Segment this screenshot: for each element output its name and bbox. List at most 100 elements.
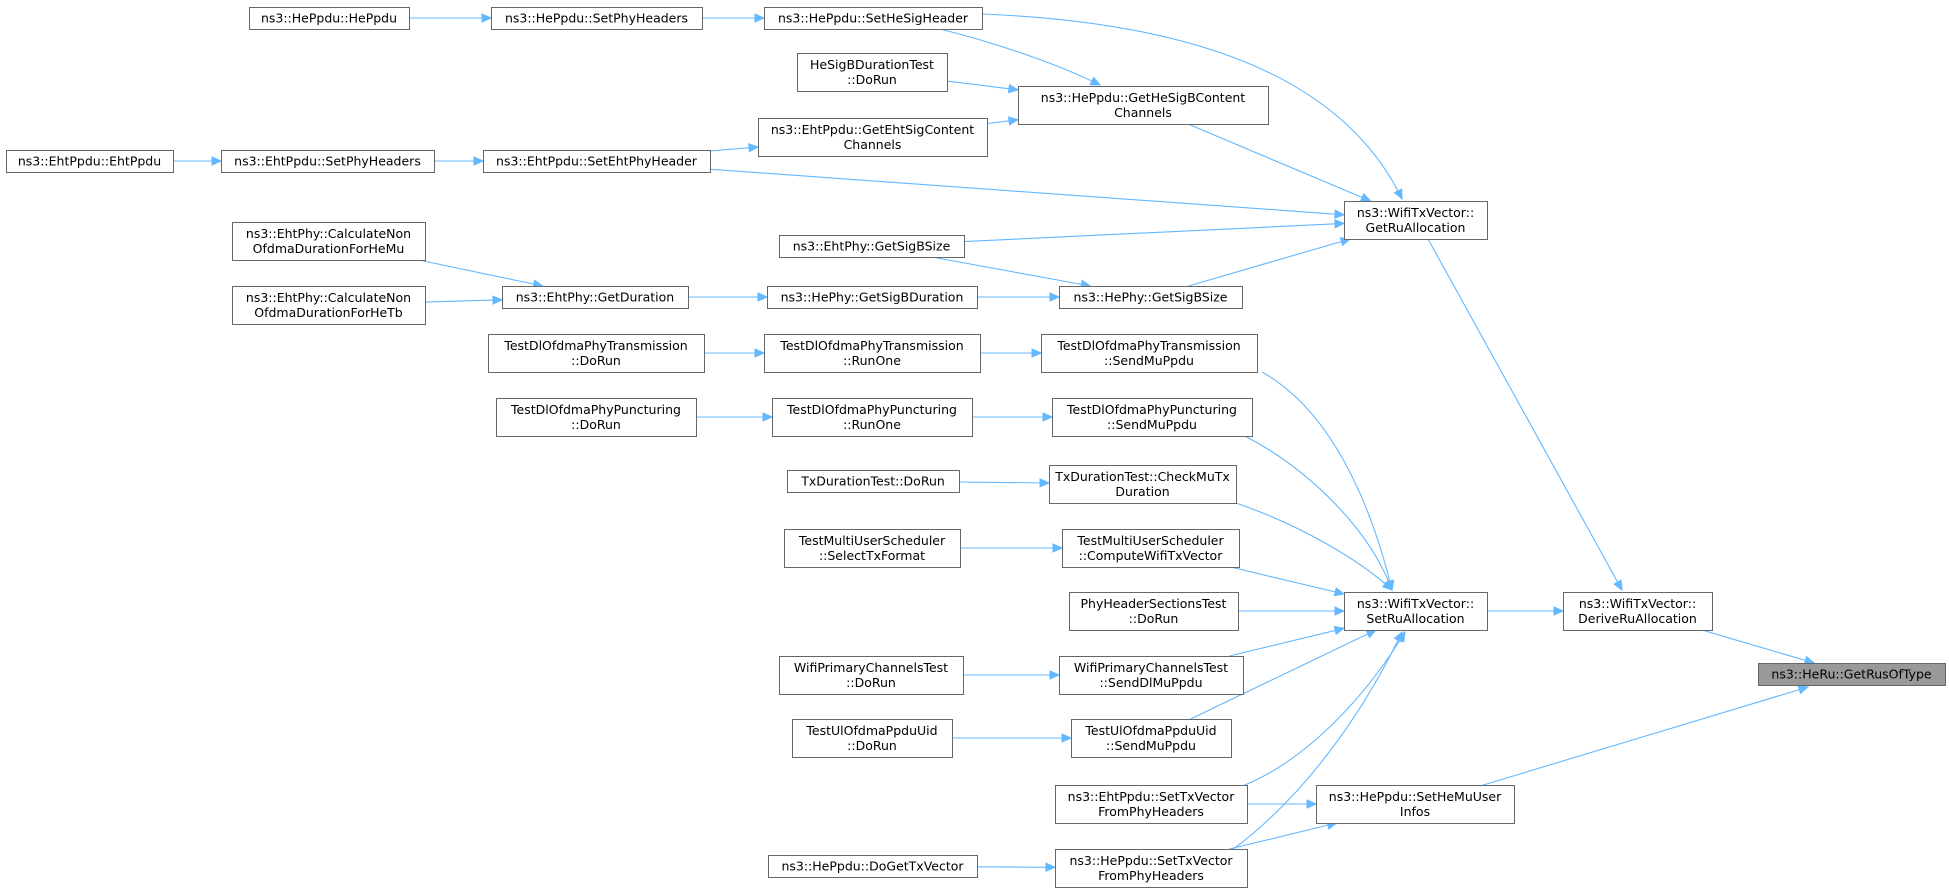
- node-box[interactable]: [1062, 529, 1240, 568]
- edge-heppdu_gethesigbcontentchannels-to-wifitxvector_getruallocation: [1187, 123, 1372, 202]
- node-label: TestDlOfdmaPhyTransmission: [1056, 338, 1240, 353]
- node-box[interactable]: [764, 334, 981, 373]
- node-heppdu_dogettxvector[interactable]: ns3::HePpdu::DoGetTxVector: [768, 855, 978, 878]
- node-wifitxvector_getruallocation[interactable]: ns3::WifiTxVector::GetRuAllocation: [1344, 201, 1488, 240]
- node-box[interactable]: [1344, 201, 1488, 240]
- node-box[interactable]: [787, 470, 960, 493]
- node-hephy_getsigbsize[interactable]: ns3::HePhy::GetSigBSize: [1059, 286, 1243, 309]
- edge-hephy_getsigbduration-to-hephy_getsigbsize: [977, 292, 1061, 302]
- node-ulofdma_uid_dorun[interactable]: TestUlOfdmaPpduUid::DoRun: [792, 719, 953, 758]
- node-box[interactable]: [491, 7, 703, 30]
- edge-line: [1187, 123, 1371, 202]
- node-txduration_dorun[interactable]: TxDurationTest::DoRun: [787, 470, 960, 493]
- edge-arrowhead: [473, 156, 485, 166]
- edge-arrowhead: [1039, 478, 1051, 488]
- node-box[interactable]: [1055, 849, 1248, 888]
- node-box[interactable]: [768, 855, 978, 878]
- edge-primarychannels_senddlmuppdu-to-wifitxvector_setruallocation: [1229, 625, 1346, 657]
- node-box[interactable]: [792, 719, 953, 758]
- node-ehtppdu_ctor[interactable]: ns3::EhtPpdu::EhtPpdu: [6, 150, 174, 173]
- node-dlofdma_punc_runone[interactable]: TestDlOfdmaPhyPuncturing::RunOne: [772, 398, 973, 437]
- node-box[interactable]: [1758, 663, 1946, 686]
- node-ehtphy_getduration[interactable]: ns3::EhtPhy::GetDuration: [502, 286, 689, 309]
- node-box[interactable]: [772, 398, 973, 437]
- node-box[interactable]: [1055, 785, 1248, 824]
- node-box[interactable]: [779, 656, 964, 695]
- node-box[interactable]: [232, 286, 426, 325]
- edge-line: [709, 168, 1345, 216]
- node-dlofdma_punc_sendmuppdu[interactable]: TestDlOfdmaPhyPuncturing::SendMuPpdu: [1052, 398, 1253, 437]
- node-box[interactable]: [1018, 86, 1269, 125]
- node-box[interactable]: [1071, 719, 1232, 758]
- node-box[interactable]: [249, 7, 410, 30]
- node-box[interactable]: [1041, 334, 1258, 373]
- edge-line: [1229, 822, 1337, 850]
- node-ehtppdu_setphyheaders[interactable]: ns3::EhtPpdu::SetPhyHeaders: [221, 150, 435, 173]
- node-box[interactable]: [779, 235, 965, 258]
- node-wifitxvector_setruallocation[interactable]: ns3::WifiTxVector::SetRuAllocation: [1344, 592, 1488, 631]
- node-label: ns3::WifiTxVector::: [1579, 596, 1696, 611]
- node-heppdu_ctor[interactable]: ns3::HePpdu::HePpdu: [249, 7, 410, 30]
- edge-dlofdma_tx_sendmuppdu-to-wifitxvector_setruallocation: [1261, 371, 1395, 592]
- node-hephy_getsigbduration[interactable]: ns3::HePhy::GetSigBDuration: [767, 286, 978, 309]
- node-label: HeSigBDurationTest: [810, 57, 934, 72]
- node-box[interactable]: [1059, 656, 1244, 695]
- node-box[interactable]: [502, 286, 689, 309]
- edge-ehtphy_calc_hetb-to-ehtphy_getduration: [424, 295, 504, 305]
- node-box[interactable]: [6, 150, 174, 173]
- node-box[interactable]: [483, 150, 711, 173]
- node-box[interactable]: [496, 398, 697, 437]
- node-box[interactable]: [767, 286, 978, 309]
- node-box[interactable]: [758, 118, 988, 157]
- node-heppdu_setphyheaders[interactable]: ns3::HePpdu::SetPhyHeaders: [491, 7, 703, 30]
- node-primarychannels_senddlmuppdu[interactable]: WifiPrimaryChannelsTest::SendDlMuPpdu: [1059, 656, 1244, 695]
- node-ehtphy_calc_hemu[interactable]: ns3::EhtPhy::CalculateNonOfdmaDurationFo…: [232, 222, 426, 261]
- edge-heppdu_sethesigheader-to-heppdu_gethesigbcontentchannels: [939, 28, 1102, 86]
- edge-arrowhead: [1008, 116, 1020, 126]
- node-heru_getrusoftype[interactable]: ns3::HeRu::GetRusOfType: [1758, 663, 1946, 686]
- node-box[interactable]: [797, 53, 948, 92]
- edge-line: [981, 13, 1403, 200]
- node-dlofdma_tx_dorun[interactable]: TestDlOfdmaPhyTransmission::DoRun: [488, 334, 705, 373]
- node-label: TestDlOfdmaPhyPuncturing: [786, 402, 957, 417]
- edge-arrowhead: [754, 13, 766, 23]
- node-label: Channels: [844, 137, 902, 152]
- node-box[interactable]: [784, 529, 961, 568]
- node-primarychannels_dorun[interactable]: WifiPrimaryChannelsTest::DoRun: [779, 656, 964, 695]
- node-dlofdma_tx_sendmuppdu[interactable]: TestDlOfdmaPhyTransmission::SendMuPpdu: [1041, 334, 1258, 373]
- node-box[interactable]: [764, 7, 983, 30]
- node-wifitxvector_deriveruallocation[interactable]: ns3::WifiTxVector::DeriveRuAllocation: [1563, 592, 1713, 631]
- node-multiuser_computewifitxvector[interactable]: TestMultiUserScheduler::ComputeWifiTxVec…: [1062, 529, 1240, 568]
- edge-ulofdma_uid_dorun-to-ulofdma_uid_sendmuppdu: [952, 733, 1073, 743]
- node-box[interactable]: [232, 222, 426, 261]
- node-box[interactable]: [1069, 592, 1239, 631]
- node-ulofdma_uid_sendmuppdu[interactable]: TestUlOfdmaPpduUid::SendMuPpdu: [1071, 719, 1232, 758]
- node-ehtppdu_setehtphyheader[interactable]: ns3::EhtPpdu::SetEhtPhyHeader: [483, 150, 711, 173]
- node-box[interactable]: [221, 150, 435, 173]
- node-box[interactable]: [1344, 592, 1488, 631]
- node-label: TestDlOfdmaPhyPuncturing: [510, 402, 681, 417]
- edge-line: [1261, 371, 1393, 591]
- node-multiuser_selecttxformat[interactable]: TestMultiUserScheduler::SelectTxFormat: [784, 529, 961, 568]
- node-ehtphy_calc_hetb[interactable]: ns3::EhtPhy::CalculateNonOfdmaDurationFo…: [232, 286, 426, 325]
- node-box[interactable]: [1059, 286, 1243, 309]
- node-phyheadersections_dorun[interactable]: PhyHeaderSectionsTest::DoRun: [1069, 592, 1239, 631]
- edge-arrowhead: [762, 412, 774, 422]
- node-dlofdma_tx_runone[interactable]: TestDlOfdmaPhyTransmission::RunOne: [764, 334, 981, 373]
- node-ehtphy_getsigbsize[interactable]: ns3::EhtPhy::GetSigBSize: [779, 235, 965, 258]
- node-box[interactable]: [488, 334, 705, 373]
- node-dlofdma_punc_dorun[interactable]: TestDlOfdmaPhyPuncturing::DoRun: [496, 398, 697, 437]
- edge-arrowhead: [1052, 543, 1064, 553]
- node-hesigb_dorun[interactable]: HeSigBDurationTest::DoRun: [797, 53, 948, 92]
- node-box[interactable]: [1049, 465, 1237, 504]
- node-box[interactable]: [1563, 592, 1713, 631]
- node-box[interactable]: [1052, 398, 1253, 437]
- node-heppdu_sethesigheader[interactable]: ns3::HePpdu::SetHeSigHeader: [764, 7, 983, 30]
- node-box[interactable]: [1316, 785, 1515, 824]
